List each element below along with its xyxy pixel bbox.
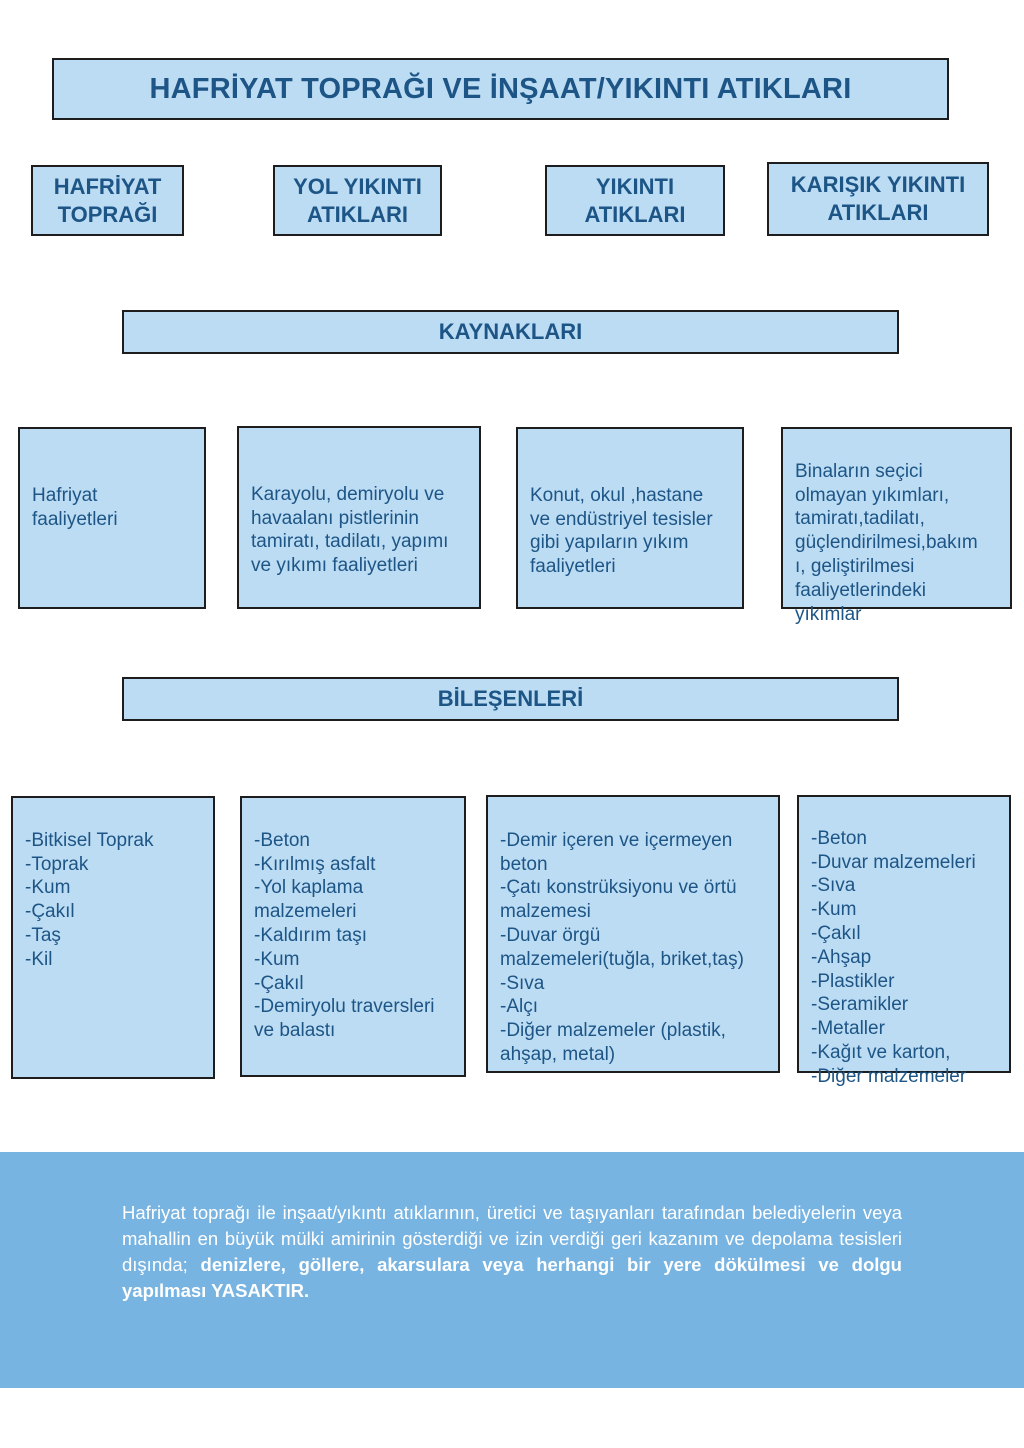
category-label: YOL YIKINTI ATIKLARI — [293, 173, 422, 227]
footer-notice: Hafriyat toprağı ile inşaat/yıkıntı atık… — [122, 1200, 902, 1304]
section-components-header: BİLEŞENLERİ — [122, 677, 899, 721]
component-box-4: -Beton -Duvar malzemeleri -Sıva -Kum -Ça… — [797, 795, 1011, 1087]
source-text: Konut, okul ,hastane ve endüstriyel tesi… — [530, 484, 713, 578]
category-yikinti: YIKINTI ATIKLARI — [545, 165, 725, 236]
category-karisik-yikinti: KARIŞIK YIKINTI ATIKLARI — [767, 162, 989, 236]
component-box-1: -Bitkisel Toprak -Toprak -Kum -Çakıl -Ta… — [11, 796, 215, 1079]
page-title-box: HAFRİYAT TOPRAĞI VE İNŞAAT/YIKINTI ATIKL… — [52, 58, 949, 120]
component-list: -Bitkisel Toprak -Toprak -Kum -Çakıl -Ta… — [25, 829, 154, 970]
component-list: -Beton -Kırılmış asfalt -Yol kaplama mal… — [254, 829, 435, 1042]
component-list: -Demir içeren ve içermeyen beton -Çatı k… — [500, 829, 744, 1065]
source-text: Binaların seçici olmayan yıkımları, tami… — [795, 460, 978, 625]
page-title: HAFRİYAT TOPRAĞI VE İNŞAAT/YIKINTI ATIKL… — [149, 72, 852, 105]
category-label: HAFRİYAT TOPRAĞI — [53, 173, 162, 227]
category-label: YIKINTI ATIKLARI — [584, 173, 686, 227]
footer-banner: Hafriyat toprağı ile inşaat/yıkıntı atık… — [0, 1152, 1024, 1388]
section-title: BİLEŞENLERİ — [437, 686, 584, 711]
source-text: Hafriyat faaliyetleri — [32, 484, 118, 530]
section-title: KAYNAKLARI — [438, 319, 583, 344]
source-box-2: Karayolu, demiryolu ve havaalanı pistler… — [237, 426, 481, 609]
component-list: -Beton -Duvar malzemeleri -Sıva -Kum -Ça… — [811, 827, 976, 1087]
category-hafriyat-topragi: HAFRİYAT TOPRAĞI — [31, 165, 184, 236]
component-box-2: -Beton -Kırılmış asfalt -Yol kaplama mal… — [240, 796, 466, 1077]
source-box-4: Binaların seçici olmayan yıkımları, tami… — [781, 427, 1012, 625]
category-yol-yikinti: YOL YIKINTI ATIKLARI — [273, 165, 442, 236]
source-text: Karayolu, demiryolu ve havaalanı pistler… — [251, 483, 449, 577]
source-box-1: Hafriyat faaliyetleri — [18, 427, 206, 609]
source-box-3: Konut, okul ,hastane ve endüstriyel tesi… — [516, 427, 744, 609]
component-box-3: -Demir içeren ve içermeyen beton -Çatı k… — [486, 795, 780, 1073]
footer-text: Hafriyat toprağı ile inşaat/yıkıntı atık… — [122, 1202, 902, 1275]
section-sources-header: KAYNAKLARI — [122, 310, 899, 354]
category-label: KARIŞIK YIKINTI ATIKLARI — [790, 172, 966, 225]
footer-warning: denizlere, göllere, akarsulara veya herh… — [122, 1254, 902, 1301]
